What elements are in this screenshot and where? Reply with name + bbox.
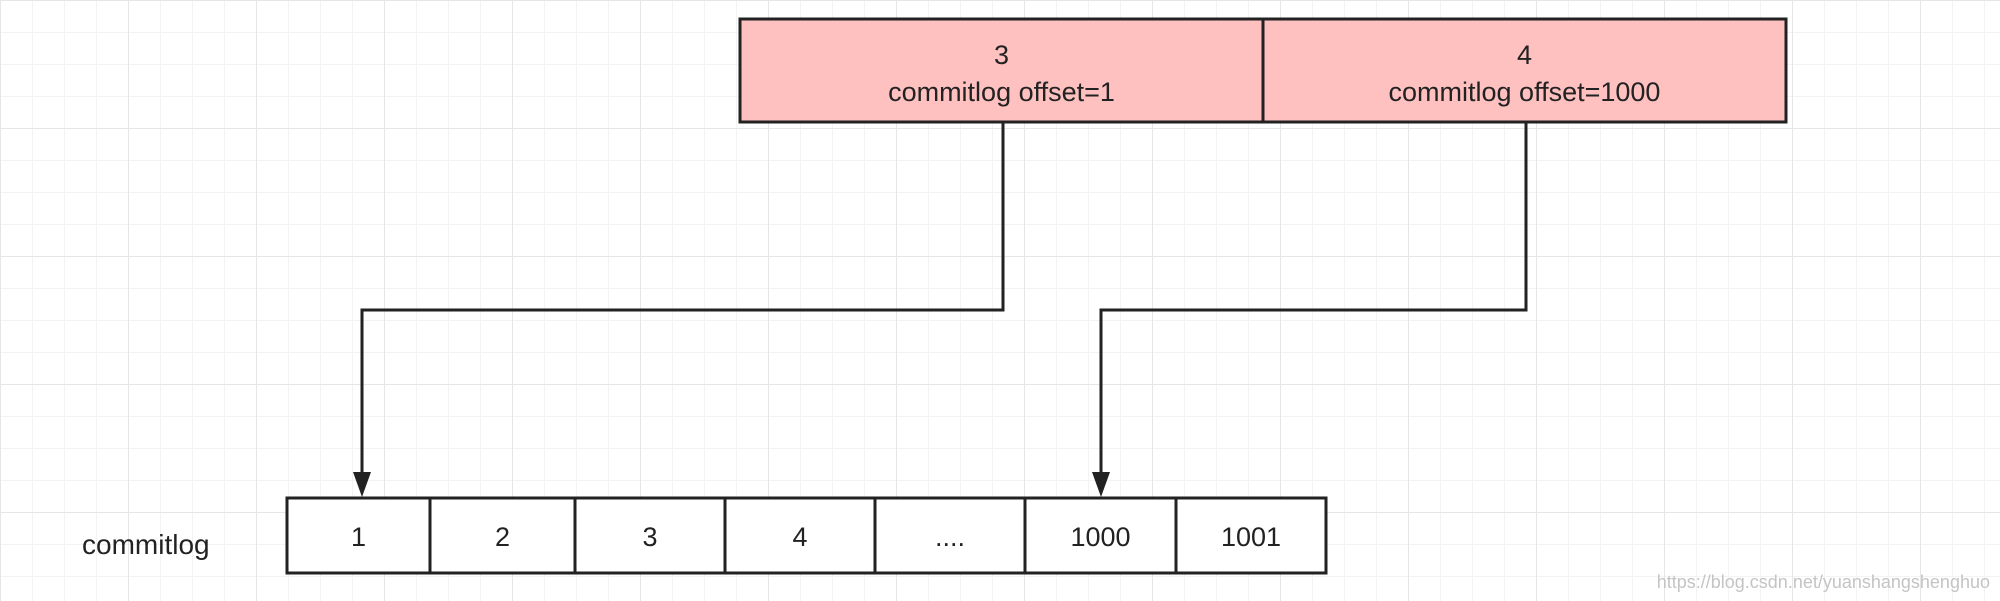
index-entry-id: 3	[994, 40, 1009, 70]
commitlog-cell: 1000	[1023, 496, 1178, 575]
commitlog-cell-label: 1001	[1221, 522, 1281, 552]
commitlog-cell-label: ....	[935, 522, 965, 552]
commitlog-cell-box	[723, 496, 877, 575]
arrowhead-icon	[1092, 472, 1110, 497]
index-entry-offset-text: commitlog offset=1000	[1389, 77, 1661, 107]
commitlog-cell-box	[1023, 496, 1178, 575]
commitlog-cell-label: 1000	[1070, 522, 1130, 552]
index-entry-offset-text: commitlog offset=1	[888, 77, 1115, 107]
arrowhead-icon	[353, 472, 371, 497]
connector-offset-1000	[1092, 122, 1528, 497]
index-entry-box	[738, 17, 1265, 124]
commitlog-cell-box	[873, 496, 1027, 575]
connector-offset-1	[353, 122, 1005, 497]
commitlog-cell: 1001	[1174, 496, 1328, 575]
index-entry-id: 4	[1517, 40, 1532, 70]
commitlog-cell-label: 3	[642, 522, 657, 552]
commitlog-cell-label: 2	[495, 522, 510, 552]
commitlog-label: commitlog	[82, 529, 210, 560]
connector-line	[1099, 122, 1528, 474]
commitlog-cell-box	[285, 496, 432, 575]
commitlog-cell: 2	[428, 496, 577, 575]
commitlog-cell-box	[1174, 496, 1328, 575]
connector-line	[360, 122, 1005, 474]
commitlog-cell-label: 1	[351, 522, 366, 552]
commitlog-cell: 3	[573, 496, 727, 575]
index-entry-3: 3 commitlog offset=1	[738, 17, 1265, 124]
commitlog-cell: 1	[285, 496, 432, 575]
index-entry-4: 4 commitlog offset=1000	[1261, 17, 1788, 124]
commitlog-cell: ....	[873, 496, 1027, 575]
commitlog-row: 1 2 3 4 .... 1000 1001	[285, 496, 1328, 575]
commitlog-cell: 4	[723, 496, 877, 575]
commitlog-cell-label: 4	[792, 522, 807, 552]
commitlog-cell-box	[573, 496, 727, 575]
watermark-text: https://blog.csdn.net/yuanshangshenghuo	[1657, 572, 1990, 592]
index-entry-box	[1261, 17, 1788, 124]
